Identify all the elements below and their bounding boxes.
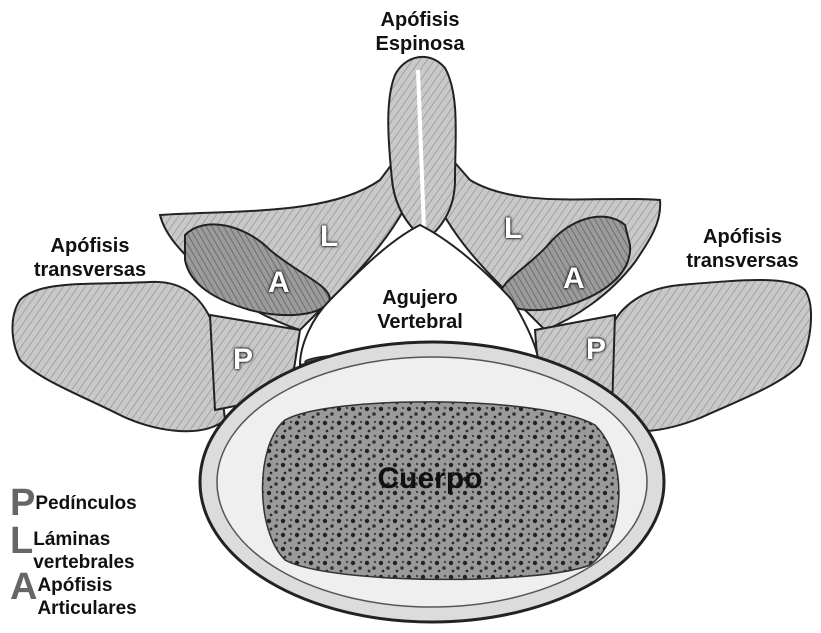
letter-pedicle-right: P xyxy=(586,333,606,367)
letter-articular-left: A xyxy=(268,266,290,300)
legend-letter: P xyxy=(10,486,35,520)
letter-lamina-right: L xyxy=(504,212,522,246)
letter-lamina-left: L xyxy=(320,220,338,254)
legend-text: Pedínculos xyxy=(35,486,136,515)
legend-text: Láminas vertebrales xyxy=(33,524,134,574)
legend-text: Apófisis Articulares xyxy=(37,570,136,620)
left-transverse-process xyxy=(13,282,226,431)
label-vertebral-foramen: Agujero Vertebral xyxy=(350,286,490,334)
label-body: Cuerpo xyxy=(330,462,530,496)
label-transverse-right: Apófisis transversas xyxy=(665,225,820,273)
label-spinous-process: Apófisis Espinosa xyxy=(345,8,495,56)
legend-item-pedicles: P Pedínculos xyxy=(10,486,137,520)
label-transverse-left: Apófisis transversas xyxy=(10,234,170,282)
legend-letter: L xyxy=(10,524,33,558)
letter-articular-right: A xyxy=(563,262,585,296)
letter-pedicle-left: P xyxy=(233,343,253,377)
legend-letter: A xyxy=(10,570,37,604)
legend-item-articular: A Apófisis Articulares xyxy=(10,570,137,620)
